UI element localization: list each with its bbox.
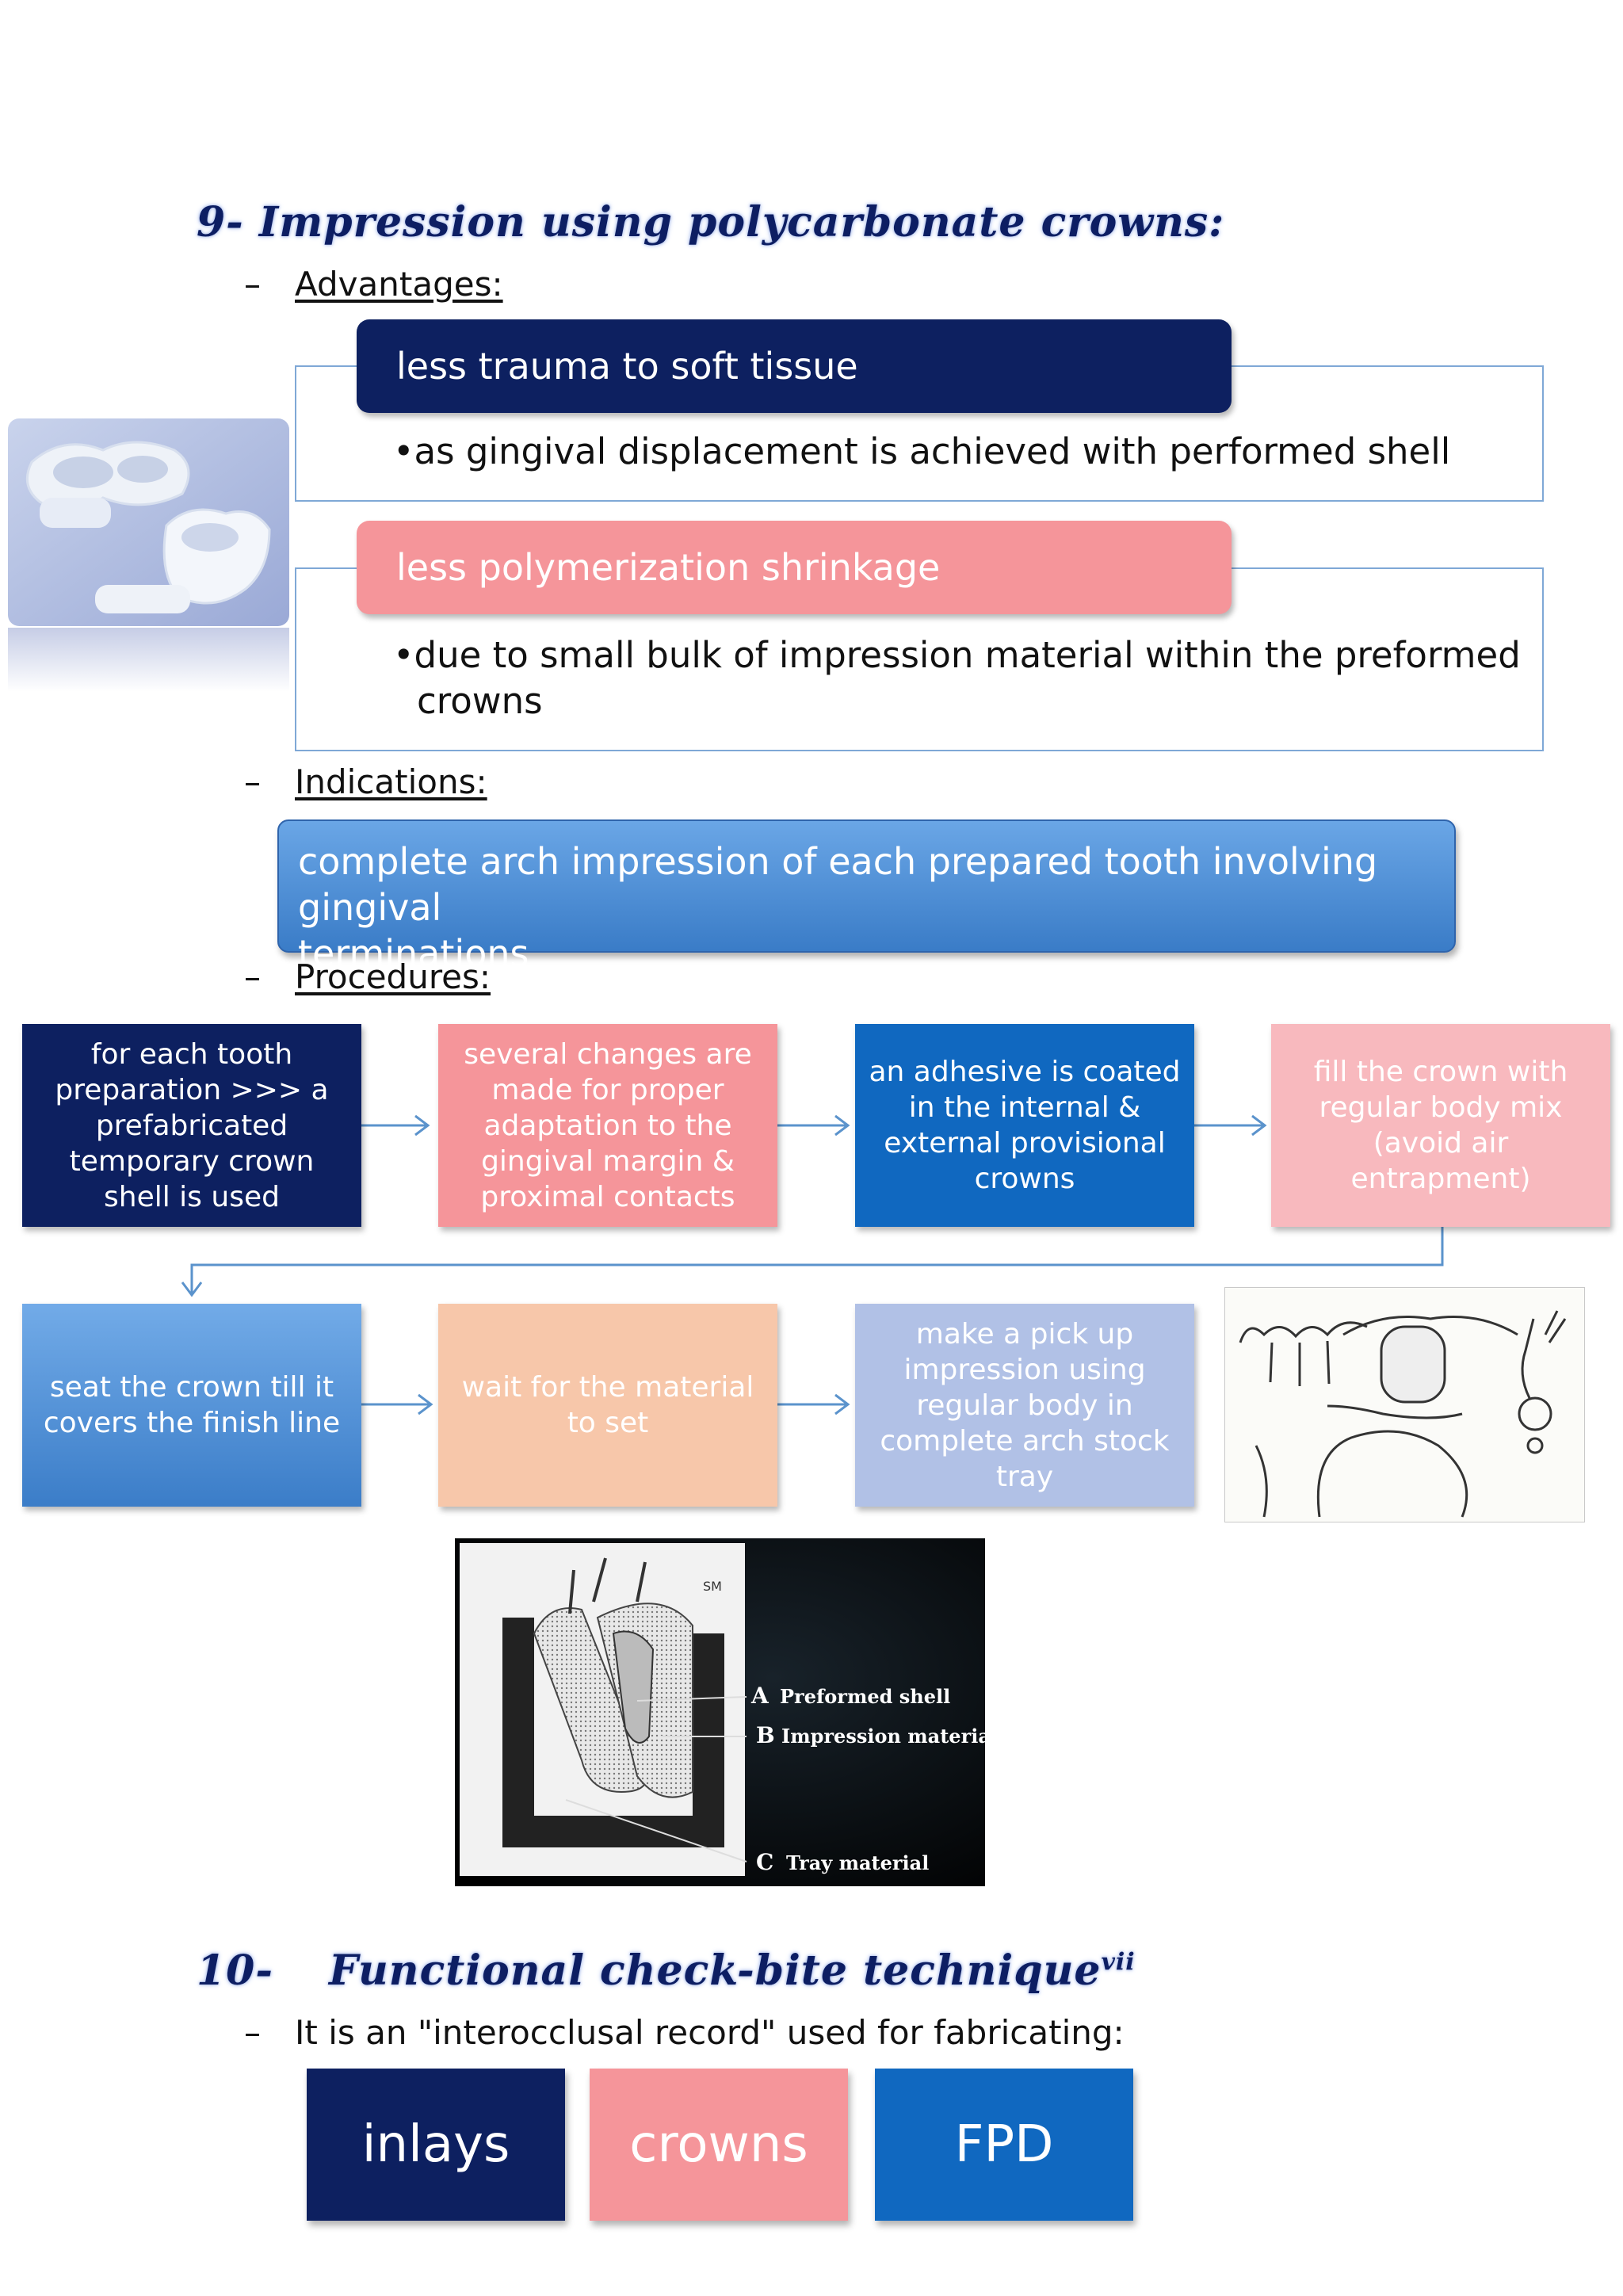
procedure-step-5: seat the crown till it covers the finish… [22, 1304, 361, 1507]
section-10-description: It is an "interocclusal record" used for… [295, 2013, 1125, 2052]
procedure-step-6: wait for the material to set [438, 1304, 777, 1507]
dash-bullet: – [244, 2013, 261, 2052]
advantage-1-title: less trauma to soft tissue [357, 319, 1232, 413]
impression-layers-diagram: SM A Preformed shell B Impression materi… [455, 1538, 998, 1886]
procedures-label: Procedures: [295, 957, 491, 996]
procedure-step-7: make a pick up impression using regular … [855, 1304, 1194, 1507]
section-10-footnote: vii [1101, 1948, 1136, 1977]
advantage-2-detail: •due to small bulk of impression materia… [393, 634, 1521, 722]
indication-box: complete arch impression of each prepare… [277, 819, 1456, 975]
item-inlays: inlays [307, 2069, 565, 2221]
polycarbonate-crowns-photo [8, 418, 289, 692]
indications-label: Indications: [295, 762, 487, 801]
section-10-title: Functional check-bite technique [328, 1946, 1102, 1995]
indication-line-1: complete arch impression of each prepare… [298, 840, 1378, 929]
arrow-head [834, 1393, 850, 1415]
arrow-head [181, 1282, 203, 1297]
item-crowns: crowns [590, 2069, 848, 2221]
item-fpd: FPD [875, 2069, 1133, 2221]
procedure-step-2: several changes are made for proper adap… [438, 1024, 777, 1227]
label-a-text: Preformed shell [780, 1685, 950, 1708]
sm-label: SM [703, 1579, 722, 1594]
procedure-step-3: an adhesive is coated in the internal & … [855, 1024, 1194, 1227]
procedure-connectors [181, 1114, 1444, 1415]
advantages-label: Advantages: [295, 265, 503, 304]
arrow-4-5 [190, 1227, 1444, 1293]
arrow-head [414, 1114, 430, 1137]
dash-bullet: – [244, 265, 261, 304]
indication-line-2: terminations [298, 932, 529, 975]
section-10-heading: 10- Functional check-bite techniquevii [197, 1946, 1136, 1995]
arrow-head [834, 1114, 850, 1137]
section-10-number: 10- [197, 1946, 273, 1995]
procedure-step-4: fill the crown with regular body mix (av… [1271, 1024, 1610, 1227]
dash-bullet: – [244, 762, 261, 801]
dash-bullet: – [244, 957, 261, 996]
advantage-2-title: less polymerization shrinkage [357, 521, 1232, 614]
procedure-step-1: for each tooth preparation >>> a prefabr… [22, 1024, 361, 1227]
advantage-1-detail: •as gingival displacement is achieved wi… [393, 430, 1451, 472]
label-b-text: Impression material [781, 1725, 985, 1748]
label-c-text: Tray material [786, 1851, 929, 1874]
bullet-dot: • [393, 634, 414, 676]
arrow-head [1251, 1114, 1267, 1137]
label-b-letter: B [756, 1722, 775, 1748]
section-9-heading: 9- Impression using polycarbonate crowns… [197, 198, 1225, 246]
bullet-dot: • [393, 430, 414, 472]
label-a-letter: A [750, 1683, 769, 1709]
pickup-impression-sketch [1224, 1286, 1586, 1523]
label-c-letter: C [756, 1849, 773, 1875]
arrow-head [418, 1393, 433, 1415]
